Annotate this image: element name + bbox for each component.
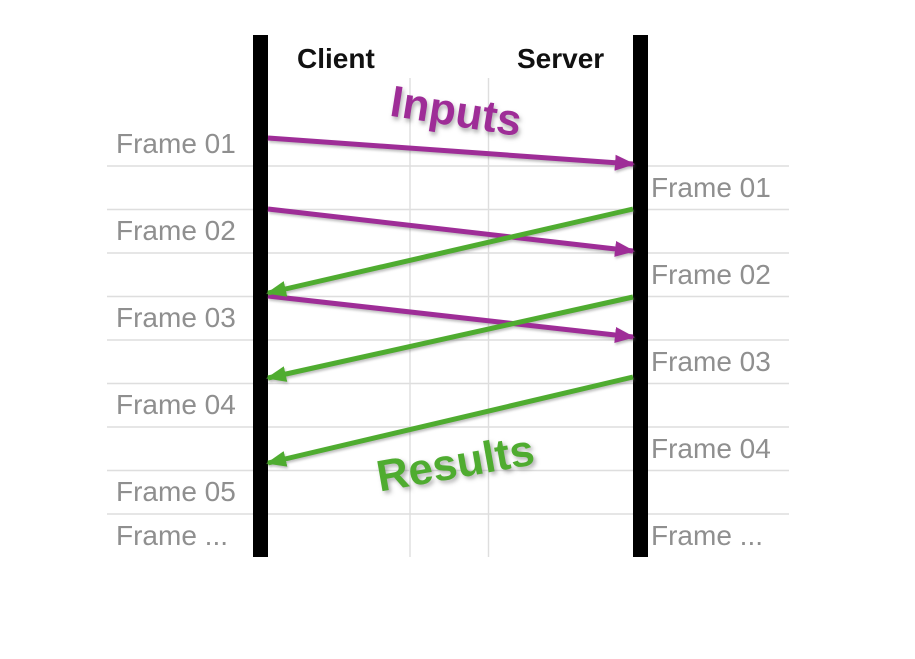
frame-label: Frame 02 — [116, 215, 236, 246]
server-lifeline — [633, 35, 648, 557]
frame-label: Frame 05 — [116, 476, 236, 507]
frame-label: Frame ... — [651, 520, 764, 551]
result-arrow — [266, 374, 634, 467]
frame-label: Frame 03 — [116, 302, 236, 333]
result-arrow — [266, 294, 634, 382]
frame-label: Frame 01 — [116, 128, 236, 159]
frame-label: Frame 02 — [651, 259, 771, 290]
frame-label: Frame 04 — [651, 433, 771, 464]
frame-label: Frame 04 — [116, 389, 236, 420]
server-header-label: Server — [517, 43, 605, 74]
client-header-label: Client — [297, 43, 375, 74]
frame-label: Frame 01 — [651, 172, 771, 203]
frame-label: Frame 03 — [651, 346, 771, 377]
client-lifeline — [253, 35, 268, 557]
result-arrow — [266, 206, 634, 297]
frame-label: Frame ... — [116, 520, 229, 551]
input-arrow — [267, 135, 635, 171]
input-arrow — [267, 206, 635, 257]
input-arrow — [267, 293, 635, 343]
